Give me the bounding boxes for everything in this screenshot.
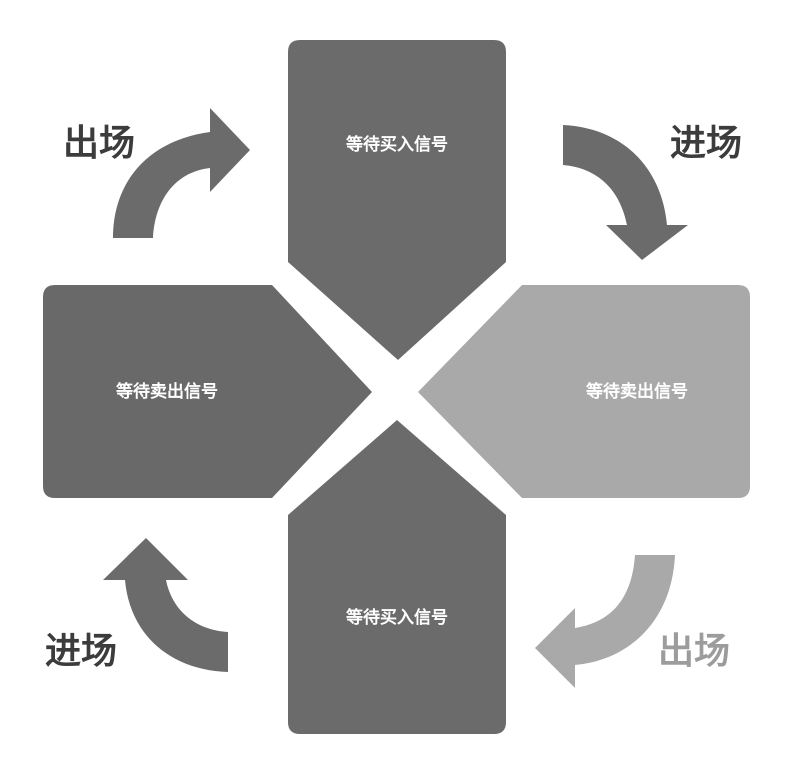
block-left: 等待卖出信号	[43, 285, 372, 498]
block-top-label: 等待买入信号	[346, 134, 448, 155]
curved-arrow-right-icon	[113, 108, 250, 238]
block-top-shape	[288, 40, 506, 360]
phase-label-top-left: 出场	[63, 123, 135, 164]
block-right-shape	[418, 285, 750, 498]
curved-arrow-up-icon	[103, 538, 228, 672]
block-right: 等待卖出信号	[418, 285, 750, 498]
block-top: 等待买入信号	[288, 40, 506, 360]
phase-label-top-right: 进场	[670, 123, 742, 164]
block-left-shape	[43, 285, 372, 498]
curved-arrow-down-icon	[563, 125, 688, 260]
block-bottom-label: 等待买入信号	[346, 607, 448, 628]
block-right-label: 等待卖出信号	[586, 381, 688, 402]
curved-arrow-left-icon	[535, 555, 675, 688]
phase-label-bottom-left: 进场	[45, 631, 117, 672]
block-bottom: 等待买入信号	[288, 420, 506, 734]
phase-label-bottom-right: 出场	[658, 631, 730, 672]
block-left-label: 等待卖出信号	[116, 381, 218, 402]
block-bottom-shape	[288, 420, 506, 734]
